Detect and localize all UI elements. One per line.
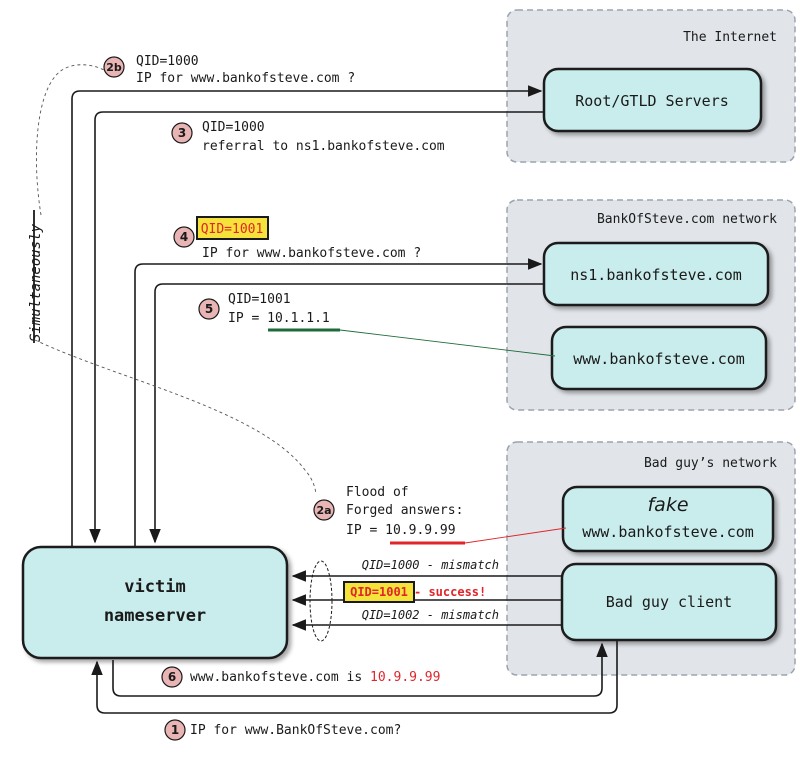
- step-5-line2: IP = 10.1.1.1: [228, 311, 330, 326]
- arrow-3-referral: [89, 111, 544, 544]
- step-4-line1: QID=1001: [201, 222, 264, 237]
- step-3-line1: QID=1000: [202, 120, 265, 135]
- step-1: 1 IP for www.BankOfSteve.com?: [164, 719, 401, 741]
- step-2a-line2: Forged answers:: [346, 503, 463, 518]
- root-gtld-label: Root/GTLD Servers: [575, 92, 729, 110]
- victim-label: victim: [124, 577, 185, 597]
- step-3-circle: [171, 122, 193, 144]
- simultaneously-label-group: Simultaneously: [28, 210, 44, 343]
- step-2a: Flood of 2a Forged answers: IP = 10.9.9.…: [313, 485, 567, 545]
- root-gtld-node: Root/GTLD Servers: [542, 67, 763, 133]
- step-5-line1: QID=1001: [228, 292, 291, 307]
- step-5-ip-value: 10.1.1.1: [267, 311, 330, 326]
- arrow-5-answer: [149, 283, 544, 544]
- simultaneous-connectors: [34, 64, 317, 495]
- step-4-number: 4: [180, 230, 188, 244]
- step-5-ip-prefix: IP =: [228, 311, 267, 326]
- step-4-circle: [173, 226, 195, 248]
- step-2b-line1: QID=1000: [136, 54, 199, 69]
- arrow-2b-query-root: [71, 85, 543, 546]
- arrow-4-query-ns1: [134, 258, 543, 546]
- step-4-line2: IP for www.bankofsteve.com ?: [202, 246, 421, 261]
- simultaneously-label: Simultaneously: [28, 223, 44, 342]
- forged-row-1002: QID=1002 - mismatch: [362, 608, 499, 622]
- step-2a-link-to-fake: [464, 527, 567, 544]
- step-2a-number: 2a: [316, 504, 331, 517]
- step-5: 5 QID=1001 IP = 10.1.1.1: [198, 292, 556, 357]
- step-4-qid-highlight: [196, 216, 269, 240]
- fake-www-node: fake www.bankofsteve.com: [561, 485, 775, 553]
- step-3: 3 QID=1000 referral to ns1.bankofsteve.c…: [171, 120, 445, 154]
- step-2a-circle: [313, 499, 335, 521]
- step-2b-circle: [103, 56, 125, 78]
- step-6-circle: [161, 666, 183, 688]
- step-6-number: 6: [168, 670, 176, 684]
- step-6-text: www.bankofsteve.com is 10.9.9.99: [190, 670, 440, 685]
- arrow-6-result: [112, 642, 608, 697]
- flood-group-ellipse: [309, 560, 333, 642]
- ns1-label: ns1.bankofsteve.com: [570, 266, 742, 284]
- www-real-label: www.bankofsteve.com: [573, 350, 745, 368]
- www-real-node: www.bankofsteve.com: [550, 325, 768, 391]
- step-4: 4 QID=1001 IP for www.bankofsteve.com ?: [173, 216, 421, 261]
- badguy-network-label: Bad guy’s network: [644, 456, 777, 471]
- forged-qid-1001: QID=1001: [350, 585, 408, 599]
- step-5-number: 5: [205, 302, 213, 316]
- forged-answers: QID=1000 - mismatch QID=1001 - success! …: [343, 558, 499, 622]
- bank-network-label: BankOfSteve.com network: [597, 212, 777, 227]
- badguy-client-node: Bad guy client: [560, 562, 778, 642]
- step-2a-line3: IP = 10.9.9.99: [346, 523, 456, 538]
- step-3-number: 3: [178, 126, 186, 140]
- step-2b-number: 2b: [106, 61, 122, 74]
- step-2b-line2: IP for www.bankofsteve.com ?: [136, 71, 355, 86]
- forged-success-text: - success!: [414, 585, 486, 599]
- step-5-link-to-www: [339, 329, 556, 357]
- fake-www-label: www.bankofsteve.com: [582, 523, 754, 541]
- fake-label: fake: [647, 494, 688, 516]
- step-2b: 2b QID=1000 IP for www.bankofsteve.com ?: [103, 54, 355, 86]
- forged-qid-1001-highlight: [343, 581, 415, 603]
- nameserver-label: nameserver: [104, 606, 206, 626]
- badguy-client-label: Bad guy client: [606, 593, 732, 611]
- step-6: 6 www.bankofsteve.com is 10.9.9.99: [161, 666, 440, 688]
- step-5-circle: [198, 298, 220, 320]
- step-3-line2: referral to ns1.bankofsteve.com: [202, 139, 445, 154]
- flow-arrows: [71, 85, 618, 714]
- ns1-node: ns1.bankofsteve.com: [542, 241, 770, 307]
- step-1-number: 1: [171, 723, 179, 737]
- step-2a-ip-value: 10.9.9.99: [385, 523, 455, 538]
- internet-network-label: The Internet: [683, 30, 777, 45]
- victim-nameserver-node: victim nameserver: [21, 545, 289, 660]
- step-1-text: IP for www.BankOfSteve.com?: [190, 723, 401, 738]
- step-6-prefix: www.bankofsteve.com is: [190, 670, 370, 685]
- step-2a-line1: Flood of: [346, 485, 409, 500]
- step-2a-ip-prefix: IP =: [346, 523, 385, 538]
- step-6-value: 10.9.9.99: [370, 670, 440, 685]
- step-1-circle: [164, 719, 186, 741]
- forged-row-1000: QID=1000 - mismatch: [362, 558, 499, 572]
- arrow-1-initial-query: [91, 641, 618, 714]
